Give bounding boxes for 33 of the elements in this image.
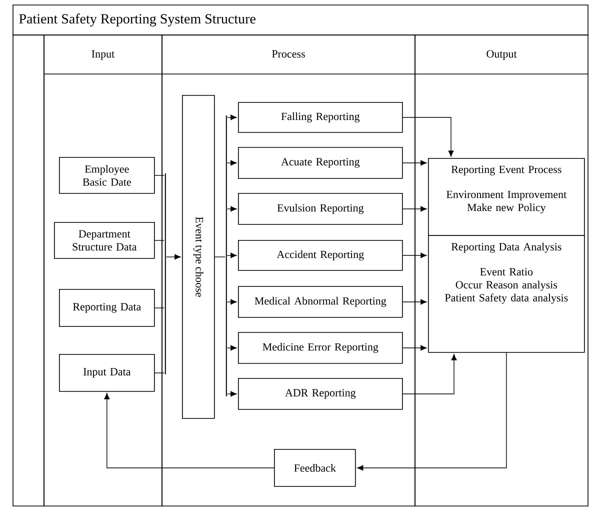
process-box: Acuate Reporting [238,147,403,179]
process-box: Feedback [274,449,356,487]
process-box: Falling Reporting [238,102,403,133]
process-box: Accident Reporting [238,240,403,271]
process-box: Department Structure Data [54,222,155,259]
process-box: ADR Reporting [238,378,403,410]
output-box: Reporting Data Analysis Event Ratio Occur Reason analysis Patient Safety data analysis [428,235,585,353]
process-box: Input Data [59,354,155,392]
arrow [226,114,237,120]
arrow [357,352,507,471]
arrow [402,206,427,212]
process-box: Reporting Data [59,289,155,327]
process-box: Medical Abnormal Reporting [238,286,403,318]
arrow [226,299,237,305]
title-bar: Patient Safety Reporting System Structure [12,4,588,36]
arrow [402,252,427,258]
arrow [226,252,237,258]
arrow [226,391,237,397]
process-box: Evulsion Reporting [238,193,403,225]
arrow [226,206,237,212]
arrow [104,393,274,468]
arrow [402,299,427,305]
process-box: Employee Basic Date [59,157,155,194]
arrow [226,345,237,351]
arrow [402,117,454,157]
arrow [402,160,427,166]
process-box: Medicine Error Reporting [238,332,403,364]
arrow [402,354,457,394]
process-box: Event type choose [182,95,215,419]
output-box: Reporting Event Process Environment Improvement Make new Policy [428,158,585,236]
arrow [402,345,427,351]
arrow [226,160,237,166]
arrow [166,254,181,260]
